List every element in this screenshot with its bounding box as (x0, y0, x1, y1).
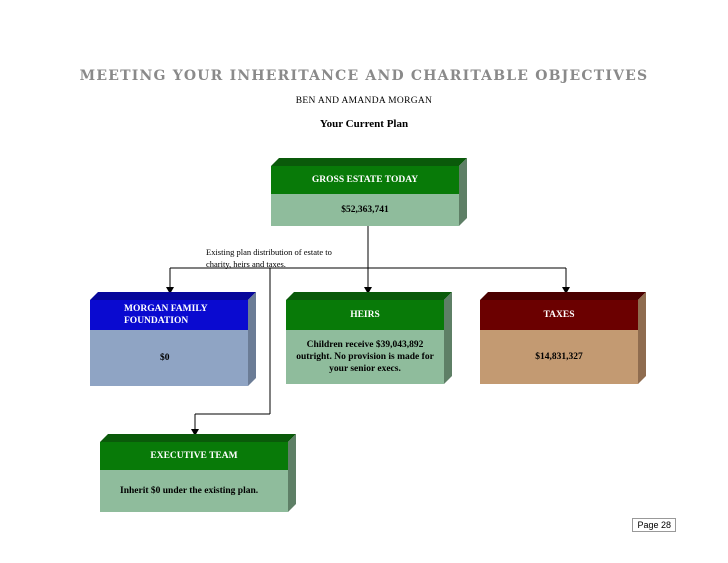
arrow-to-foundation (166, 287, 174, 294)
executive-label: EXECUTIVE TEAM (100, 442, 288, 470)
executive-box: EXECUTIVE TEAM Inherit $0 under the exis… (100, 442, 288, 512)
arrow-to-heirs (364, 287, 372, 294)
taxes-box: TAXES $14,831,327 (480, 300, 638, 384)
taxes-value: $14,831,327 (480, 330, 638, 384)
gross-estate-label: GROSS ESTATE TODAY (271, 166, 459, 194)
heirs-value: Children receive $39,043,892 outright. N… (286, 330, 444, 384)
gross-estate-value: $52,363,741 (271, 194, 459, 226)
executive-value: Inherit $0 under the existing plan. (100, 470, 288, 512)
client-names: BEN AND AMANDA MORGAN (295, 96, 433, 106)
gross-estate-box: GROSS ESTATE TODAY $52,363,741 (271, 166, 459, 226)
distribution-note: Existing plan distribution of estate to … (206, 247, 332, 269)
foundation-value: $0 (90, 330, 248, 386)
page-title: MEETING YOUR INHERITANCE AND CHARITABLE … (79, 68, 649, 84)
foundation-label: MORGAN FAMILY FOUNDATION (90, 300, 248, 330)
plan-label: Your Current Plan (319, 118, 409, 130)
arrow-to-taxes (562, 287, 570, 294)
foundation-box: MORGAN FAMILY FOUNDATION $0 (90, 300, 248, 386)
taxes-label: TAXES (480, 300, 638, 330)
heirs-box: HEIRS Children receive $39,043,892 outri… (286, 300, 444, 384)
arrow-to-executive (191, 429, 199, 436)
heirs-label: HEIRS (286, 300, 444, 330)
page-number: Page 28 (632, 518, 676, 532)
